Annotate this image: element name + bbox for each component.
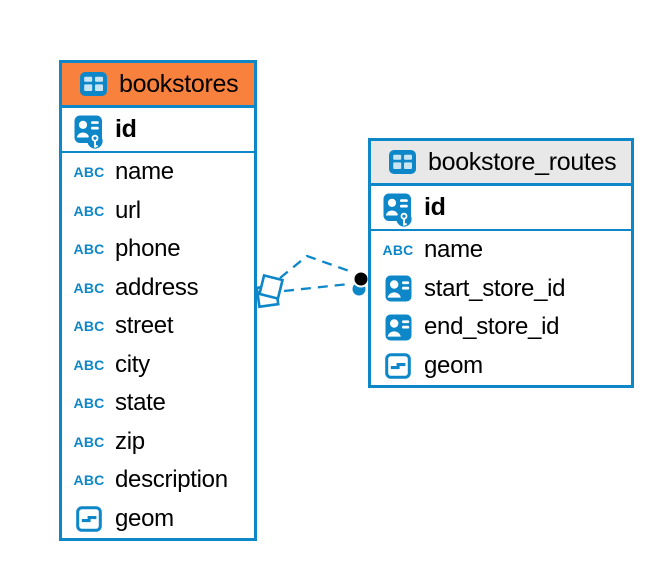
column-row-name[interactable]: ABC name [371, 231, 631, 270]
relationship-one-end-marker [352, 270, 370, 296]
text-icon: ABC [72, 318, 106, 334]
text-icon: ABC [72, 357, 106, 373]
column-name: geom [424, 351, 483, 379]
abc-glyph: ABC [73, 472, 105, 489]
column-row-address[interactable]: ABC address [62, 269, 254, 308]
column-name: id [115, 115, 137, 143]
column-name: url [115, 196, 141, 224]
column-row-geom[interactable]: geom [371, 347, 631, 386]
column-name: street [115, 312, 174, 340]
text-icon: ABC [72, 203, 106, 219]
table-header[interactable]: bookstores [62, 63, 254, 108]
column-name: id [424, 193, 446, 221]
text-icon: ABC [72, 164, 106, 180]
column-row-name[interactable]: ABC name [62, 153, 254, 192]
text-icon: ABC [381, 242, 415, 258]
column-row-end_store_id[interactable]: end_store_id [371, 308, 631, 347]
column-row-id[interactable]: id [371, 186, 631, 231]
text-icon: ABC [72, 472, 106, 488]
column-name: name [424, 236, 483, 264]
abc-glyph: ABC [73, 318, 105, 335]
abc-glyph: ABC [73, 356, 105, 373]
abc-glyph: ABC [73, 395, 105, 412]
table-icon [385, 148, 419, 176]
text-icon: ABC [72, 395, 106, 411]
column-name: city [115, 350, 150, 378]
column-row-street[interactable]: ABC street [62, 307, 254, 346]
column-name: start_store_id [424, 274, 566, 302]
person-key-icon [72, 110, 106, 149]
column-name: end_store_id [424, 313, 560, 341]
abc-glyph: ABC [73, 241, 105, 258]
abc-glyph: ABC [73, 433, 105, 450]
column-row-state[interactable]: ABC state [62, 384, 254, 423]
column-name: description [115, 466, 228, 494]
column-row-description[interactable]: ABC description [62, 461, 254, 500]
abc-glyph: ABC [73, 164, 105, 181]
abc-glyph: ABC [382, 242, 414, 259]
person-icon [381, 275, 415, 302]
geometry-icon [381, 352, 415, 379]
column-name: name [115, 158, 174, 186]
geometry-icon [72, 505, 106, 532]
relationship-dot-blue [352, 282, 366, 296]
relationship-dot-black [352, 270, 370, 288]
text-icon: ABC [72, 241, 106, 257]
column-row-city[interactable]: ABC city [62, 346, 254, 385]
table-title: bookstores [119, 69, 239, 98]
table-title: bookstore_routes [428, 147, 617, 176]
column-row-zip[interactable]: ABC zip [62, 423, 254, 462]
person-key-icon [381, 188, 415, 227]
person-icon [381, 314, 415, 341]
column-row-start_store_id[interactable]: start_store_id [371, 270, 631, 309]
text-icon: ABC [72, 280, 106, 296]
abc-glyph: ABC [73, 202, 105, 219]
column-name: phone [115, 235, 181, 263]
relationship-line-upper[interactable] [279, 254, 353, 279]
column-name: zip [115, 427, 145, 455]
table-header[interactable]: bookstore_routes [371, 141, 631, 186]
text-icon: ABC [72, 434, 106, 450]
column-name: state [115, 389, 166, 417]
table-icon [76, 70, 110, 98]
column-row-url[interactable]: ABC url [62, 192, 254, 231]
column-row-phone[interactable]: ABC phone [62, 230, 254, 269]
column-row-geom[interactable]: geom [62, 500, 254, 539]
column-row-id[interactable]: id [62, 108, 254, 153]
relationship-many-end-marker [255, 273, 285, 309]
relationship-line-lower[interactable] [283, 282, 350, 293]
column-name: geom [115, 504, 174, 532]
abc-glyph: ABC [73, 279, 105, 296]
column-name: address [115, 273, 199, 301]
